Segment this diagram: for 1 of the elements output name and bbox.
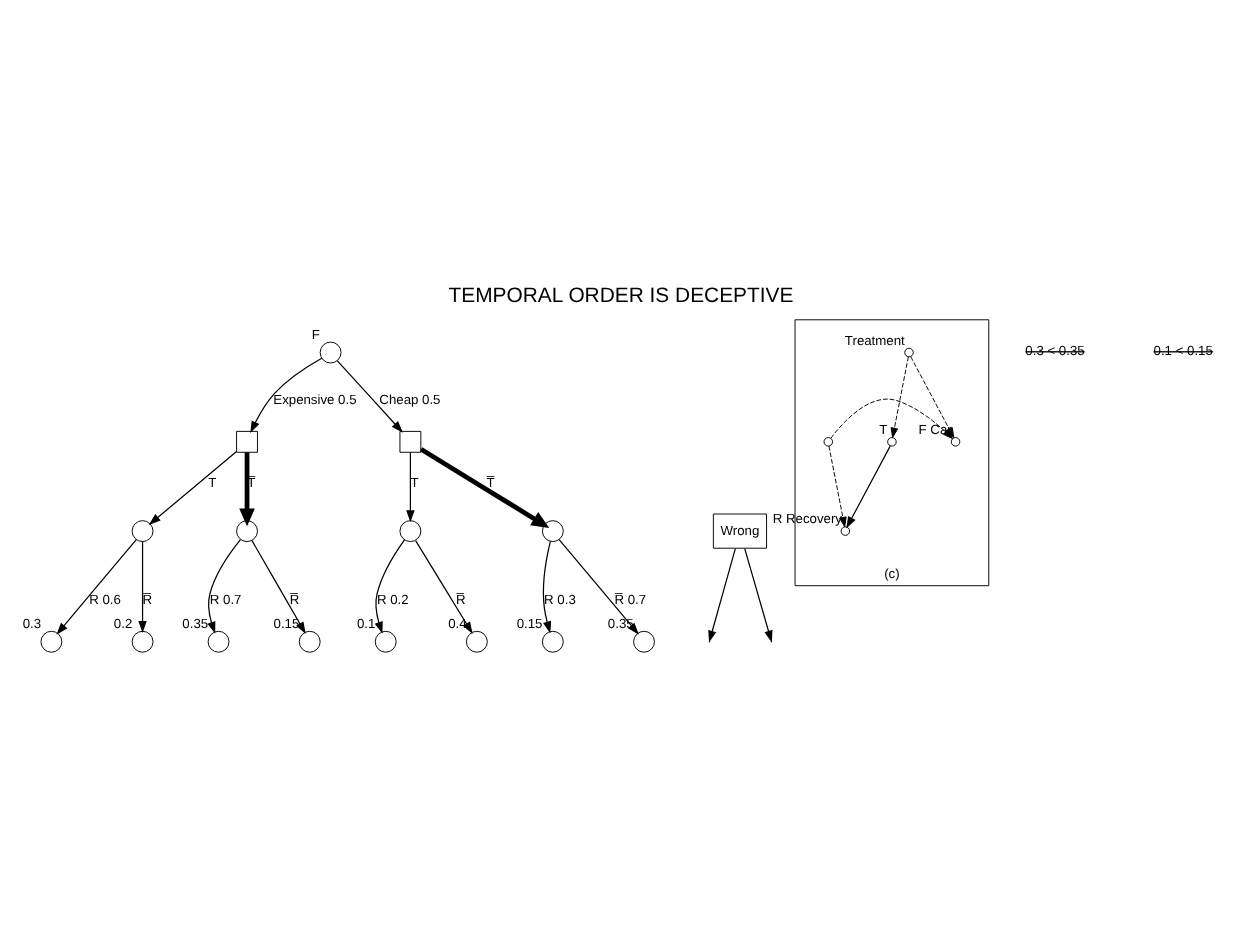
diagram-title: TEMPORAL ORDER IS DECEPTIVE (448, 285, 794, 308)
